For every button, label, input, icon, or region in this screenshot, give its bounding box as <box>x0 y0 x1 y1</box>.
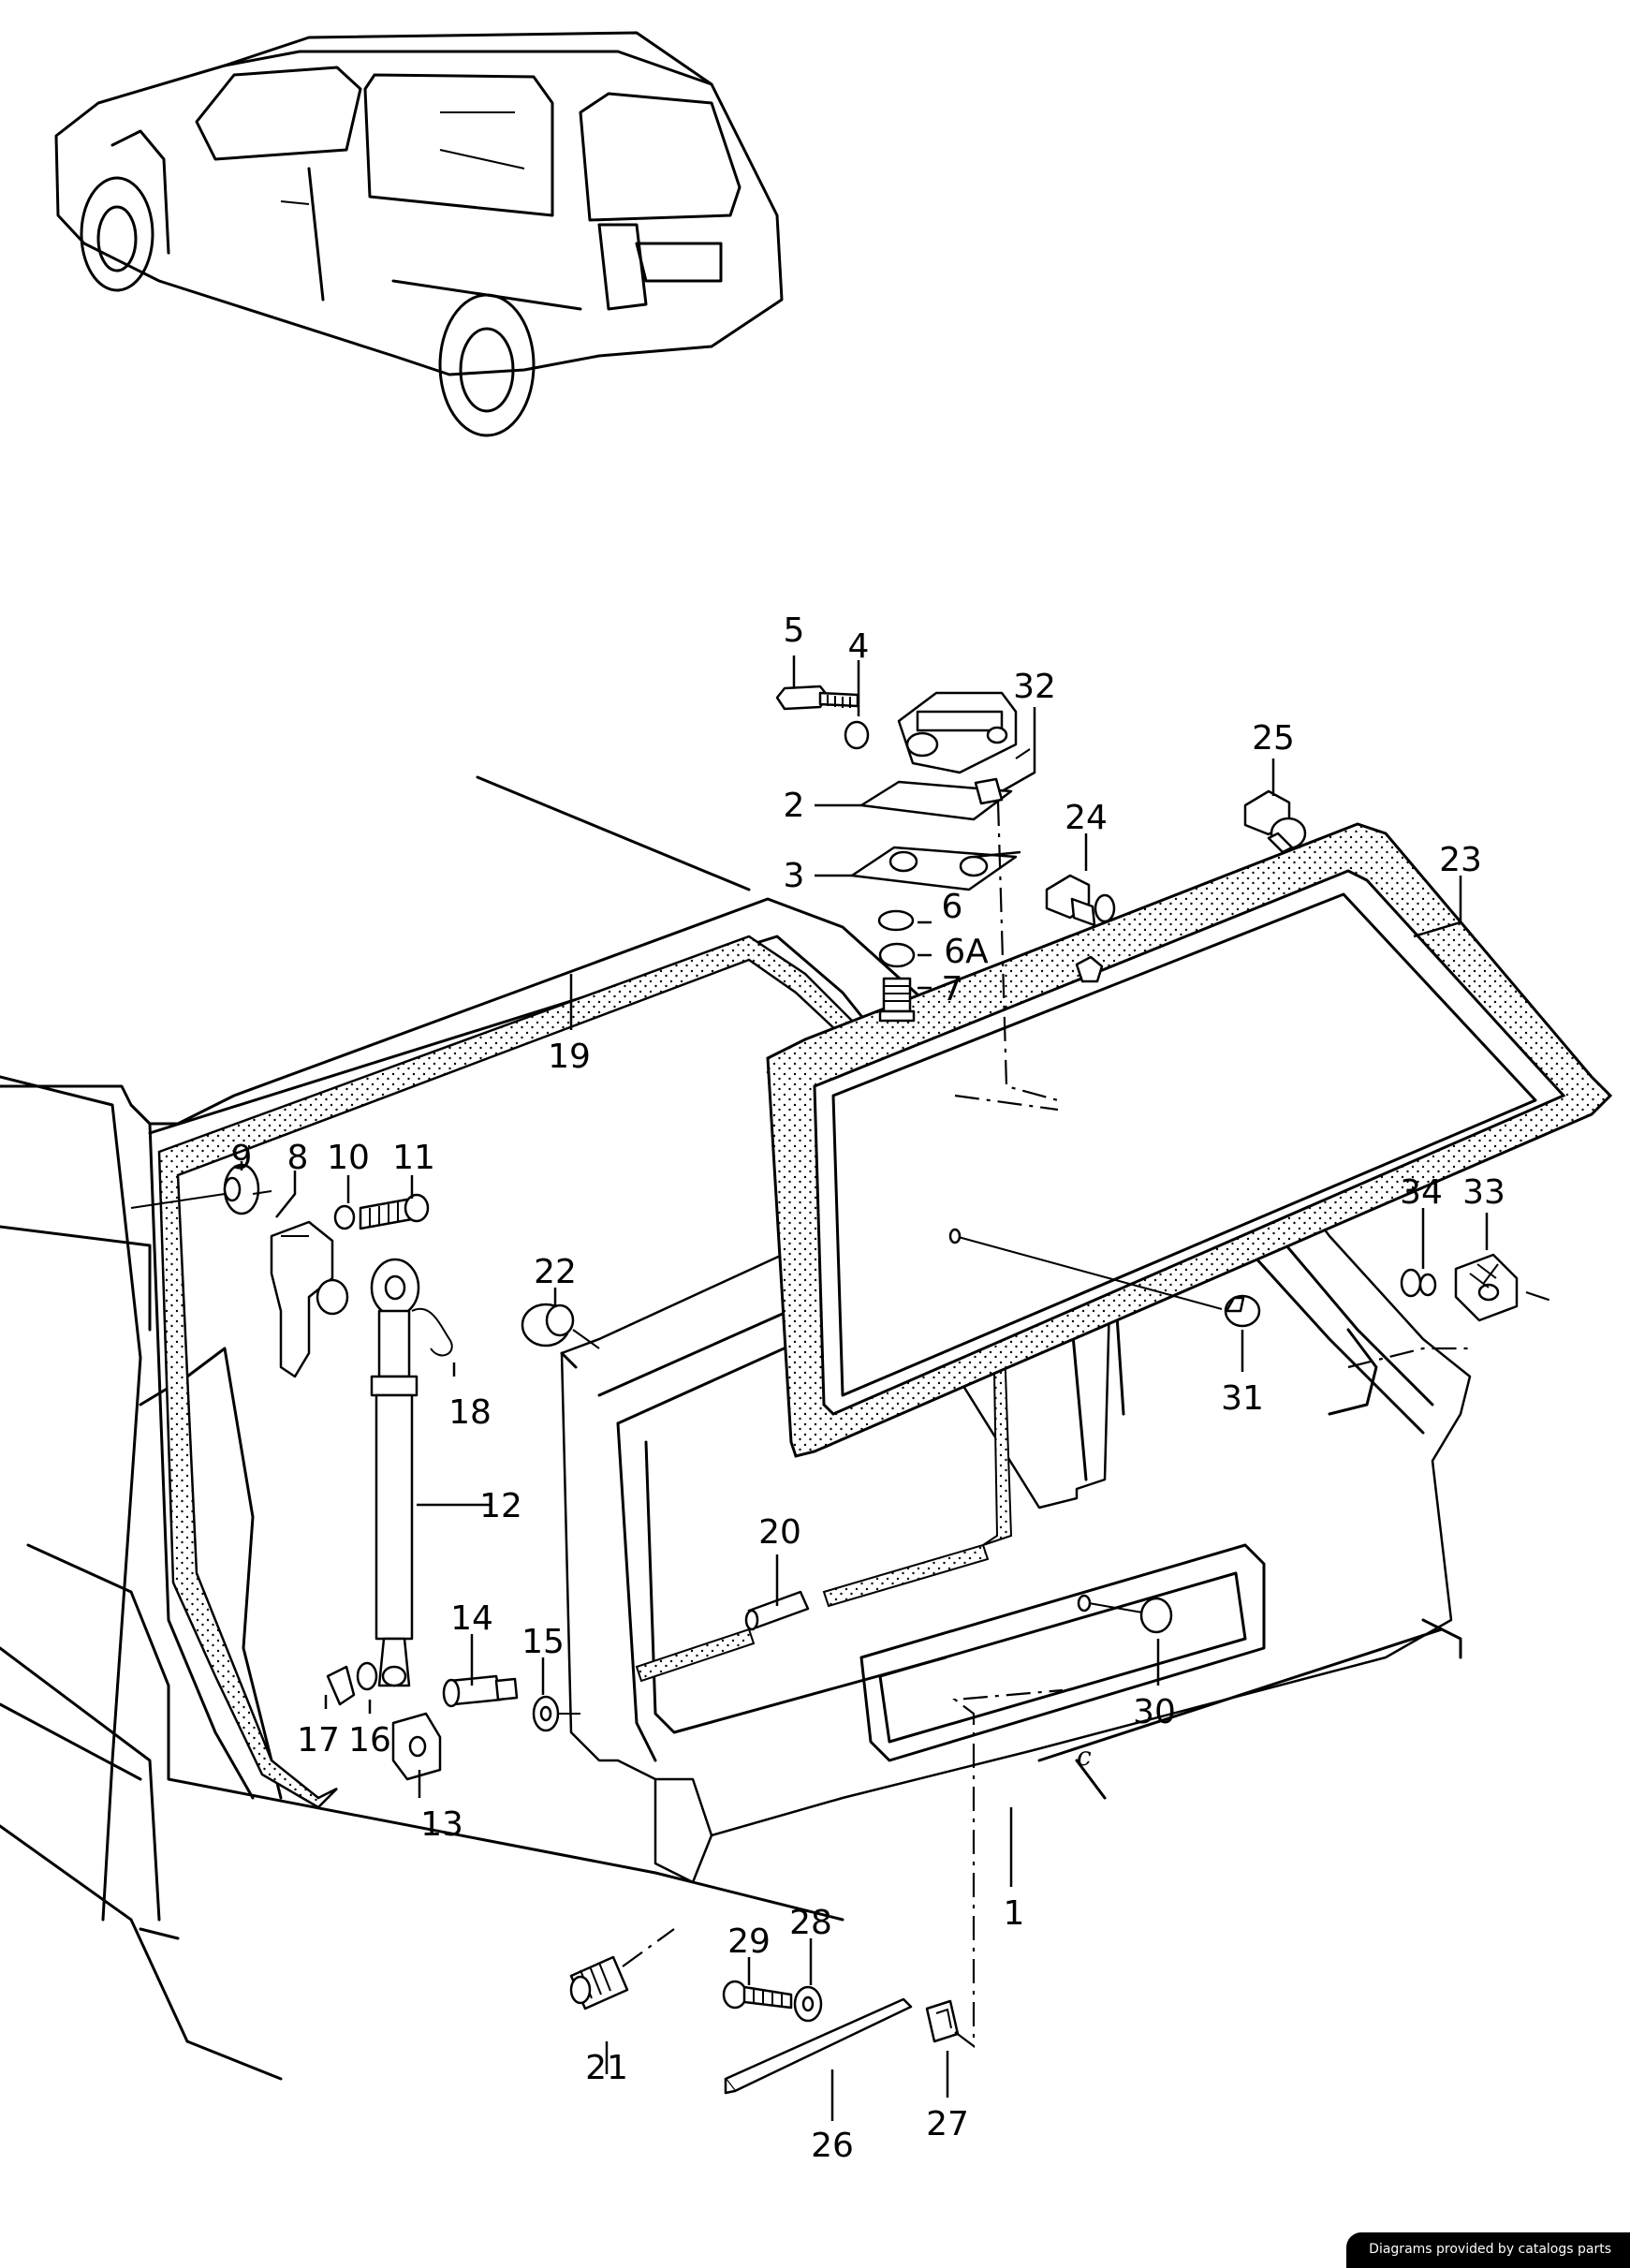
callout-8: 8 <box>287 1139 309 1177</box>
callout-21: 21 <box>585 2049 628 2087</box>
callout-15: 15 <box>521 1623 565 1661</box>
callout-32: 32 <box>1013 668 1056 706</box>
svg-text:c: c <box>1077 1741 1092 1772</box>
callout-25: 25 <box>1252 719 1295 758</box>
small-parts <box>521 789 1555 2095</box>
rear-window-seal <box>766 822 1613 1458</box>
callout-3: 3 <box>784 857 805 895</box>
callout-7: 7 <box>942 970 963 1009</box>
gas-strut-assembly <box>130 1163 580 1781</box>
callout-4: 4 <box>848 627 870 666</box>
callout-29: 29 <box>727 1922 771 1961</box>
callout-14: 14 <box>450 1599 493 1638</box>
callout-18: 18 <box>448 1393 492 1432</box>
callout-19: 19 <box>548 1038 591 1076</box>
callout-6: 6 <box>942 888 963 926</box>
callout-31: 31 <box>1221 1379 1264 1418</box>
callout-labels: 1 2 3 4 5 6 6A 7 8 9 10 11 12 13 14 15 1… <box>231 611 1505 2165</box>
callout-23: 23 <box>1439 841 1482 879</box>
callout-9: 9 <box>231 1139 253 1177</box>
callout-33: 33 <box>1462 1173 1505 1212</box>
callout-11: 11 <box>392 1139 435 1177</box>
callout-17: 17 <box>297 1721 340 1760</box>
callout-2: 2 <box>784 787 805 825</box>
callout-26: 26 <box>811 2127 854 2165</box>
callout-28: 28 <box>789 1904 832 1942</box>
car-reference-view <box>54 31 784 437</box>
callout-13: 13 <box>420 1805 463 1844</box>
callout-24: 24 <box>1065 799 1108 837</box>
credit-badge: Diagrams provided by catalogs parts <box>1346 2232 1630 2268</box>
callout-10: 10 <box>327 1139 370 1177</box>
callout-16: 16 <box>348 1721 391 1760</box>
vehicle-body-rear-opening <box>0 775 1013 2081</box>
callout-leaders <box>240 655 1489 2121</box>
callout-27: 27 <box>926 2105 969 2143</box>
callout-6a: 6A <box>944 933 989 971</box>
hinge-assembly <box>775 685 1059 1112</box>
callout-1: 1 <box>1004 1894 1025 1933</box>
callout-34: 34 <box>1400 1173 1443 1212</box>
callout-5: 5 <box>784 611 805 650</box>
callout-20: 20 <box>758 1513 801 1552</box>
callout-12: 12 <box>479 1487 522 1525</box>
callout-30: 30 <box>1133 1693 1176 1731</box>
callout-22: 22 <box>534 1253 577 1291</box>
